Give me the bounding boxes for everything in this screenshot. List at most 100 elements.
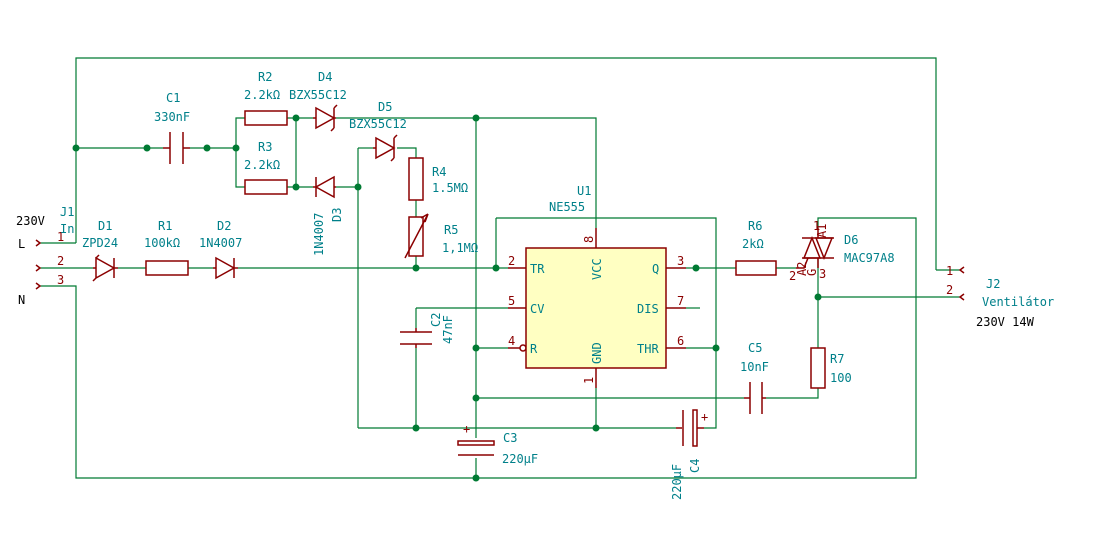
c3-plus: + xyxy=(463,422,470,436)
d4-value: BZX55C12 xyxy=(289,88,347,102)
u1-pin-cv: CV xyxy=(530,302,544,316)
r6-value: 2kΩ xyxy=(742,237,764,251)
c2-value: 47nF xyxy=(441,315,455,344)
d6-ref: D6 xyxy=(844,233,858,247)
u1-pinnum-vcc: 8 xyxy=(582,236,596,243)
triac-d6: 1 2 3 A1 A2 G D6 MAC97A8 xyxy=(789,219,895,283)
c5-value: 10nF xyxy=(740,360,769,374)
d6-pin-2: 2 xyxy=(789,269,796,283)
d6-value: MAC97A8 xyxy=(844,251,895,265)
d1-value: ZPD24 xyxy=(82,236,118,250)
c3-value: 220µF xyxy=(502,452,538,466)
junctions xyxy=(72,114,822,482)
j2-pin-1: 1 xyxy=(946,264,953,278)
junction-dot xyxy=(292,183,300,191)
c4-value: 220µF xyxy=(670,464,684,500)
j1-pin-2: 2 xyxy=(57,254,64,268)
zener-d5: D5 BZX55C12 xyxy=(349,100,407,162)
j1-ref: J1 xyxy=(60,205,74,219)
ic-u1-ne555: U1 NE555 TR CV R Q DIS THR VCC GND 2 5 4… xyxy=(508,184,686,388)
d1-ref: D1 xyxy=(98,219,112,233)
c5-ref: C5 xyxy=(748,341,762,355)
r3-value: 2.2kΩ xyxy=(244,158,280,172)
c1-value: 330nF xyxy=(154,110,190,124)
capacitor-c2: C2 47nF xyxy=(400,313,455,348)
j2-note: 230V 14W xyxy=(976,315,1035,329)
junction-dot xyxy=(412,424,420,432)
junction-dot xyxy=(232,144,240,152)
junction-dot xyxy=(203,144,211,152)
j2-pin-2: 2 xyxy=(946,283,953,297)
r7-value: 100 xyxy=(830,371,852,385)
junction-dot xyxy=(472,344,480,352)
j2-ref: J2 xyxy=(986,277,1000,291)
u1-pinnum-r: 4 xyxy=(508,334,515,348)
net-label-230v: 230V xyxy=(16,214,45,228)
resistor-r6: R6 2kΩ xyxy=(735,219,777,276)
r4-ref: R4 xyxy=(432,165,446,179)
junction-dot xyxy=(492,264,500,272)
junction-dot xyxy=(472,474,480,482)
junction-dot xyxy=(814,293,822,301)
resistor-r4: R4 1.5MΩ xyxy=(408,157,468,201)
u1-pin-dis: DIS xyxy=(637,302,659,316)
capacitor-c3: + C3 220µF xyxy=(457,422,538,466)
u1-pinnum-thr: 6 xyxy=(677,334,684,348)
u1-pin-q: Q xyxy=(652,262,659,276)
net-label-l: L xyxy=(18,237,25,251)
d2-value: 1N4007 xyxy=(199,236,242,250)
u1-pinnum-gnd: 1 xyxy=(582,377,596,384)
r1-value: 100kΩ xyxy=(144,236,180,250)
d6-pin-mark-a2: A2 xyxy=(795,262,809,276)
junction-dot xyxy=(72,144,80,152)
r3-ref: R3 xyxy=(258,140,272,154)
j1-pin-3: 3 xyxy=(57,273,64,287)
j1-pin-1: 1 xyxy=(57,230,64,244)
r1-ref: R1 xyxy=(158,219,172,233)
connector-j1: 1 2 3 J1 In 230V L N xyxy=(16,205,74,307)
d2-ref: D2 xyxy=(217,219,231,233)
c4-plus: + xyxy=(701,410,708,424)
j2-value: Ventilátor xyxy=(982,295,1054,309)
zener-d4: D4 BZX55C12 xyxy=(289,70,347,132)
u1-pin-r: R xyxy=(530,342,538,356)
d3-value: 1N4007 xyxy=(312,213,326,256)
u1-pinnum-cv: 5 xyxy=(508,294,515,308)
junction-dot xyxy=(592,424,600,432)
net-label-n: N xyxy=(18,293,25,307)
capacitor-c4: + 220µF C4 xyxy=(670,409,708,500)
u1-ref: U1 xyxy=(577,184,591,198)
r4-value: 1.5MΩ xyxy=(432,181,468,195)
diode-d2: D2 1N4007 xyxy=(199,219,242,280)
u1-pin-tr: TR xyxy=(530,262,545,276)
junction-dot xyxy=(354,183,362,191)
u1-pin-thr: THR xyxy=(637,342,659,356)
junction-dot xyxy=(472,394,480,402)
u1-pinnum-dis: 7 xyxy=(677,294,684,308)
capacitor-c1: C1 330nF xyxy=(154,91,190,164)
d3-ref: D3 xyxy=(330,208,344,222)
resistor-r3: R3 2.2kΩ xyxy=(244,140,288,195)
u1-value: NE555 xyxy=(549,200,585,214)
r6-ref: R6 xyxy=(748,219,762,233)
d6-pin-mark-g: G xyxy=(805,269,819,276)
junction-dot xyxy=(143,144,151,152)
d4-ref: D4 xyxy=(318,70,332,84)
resistor-r7: R7 100 xyxy=(810,347,852,389)
u1-pin-gnd: GND xyxy=(590,342,604,364)
r5-ref: R5 xyxy=(444,223,458,237)
zener-d1: D1 ZPD24 xyxy=(82,219,118,282)
r5-value: 1,1MΩ xyxy=(442,241,478,255)
r2-value: 2.2kΩ xyxy=(244,88,280,102)
u1-pinnum-q: 3 xyxy=(677,254,684,268)
r7-ref: R7 xyxy=(830,352,844,366)
connector-j2: 1 2 J2 Ventilátor 230V 14W xyxy=(946,264,1054,329)
c3-ref: C3 xyxy=(503,431,517,445)
resistor-r2: R2 2.2kΩ xyxy=(244,70,288,126)
r2-ref: R2 xyxy=(258,70,272,84)
junction-dot xyxy=(412,264,420,272)
resistor-r1: R1 100kΩ xyxy=(144,219,189,276)
d5-value: BZX55C12 xyxy=(349,117,407,131)
